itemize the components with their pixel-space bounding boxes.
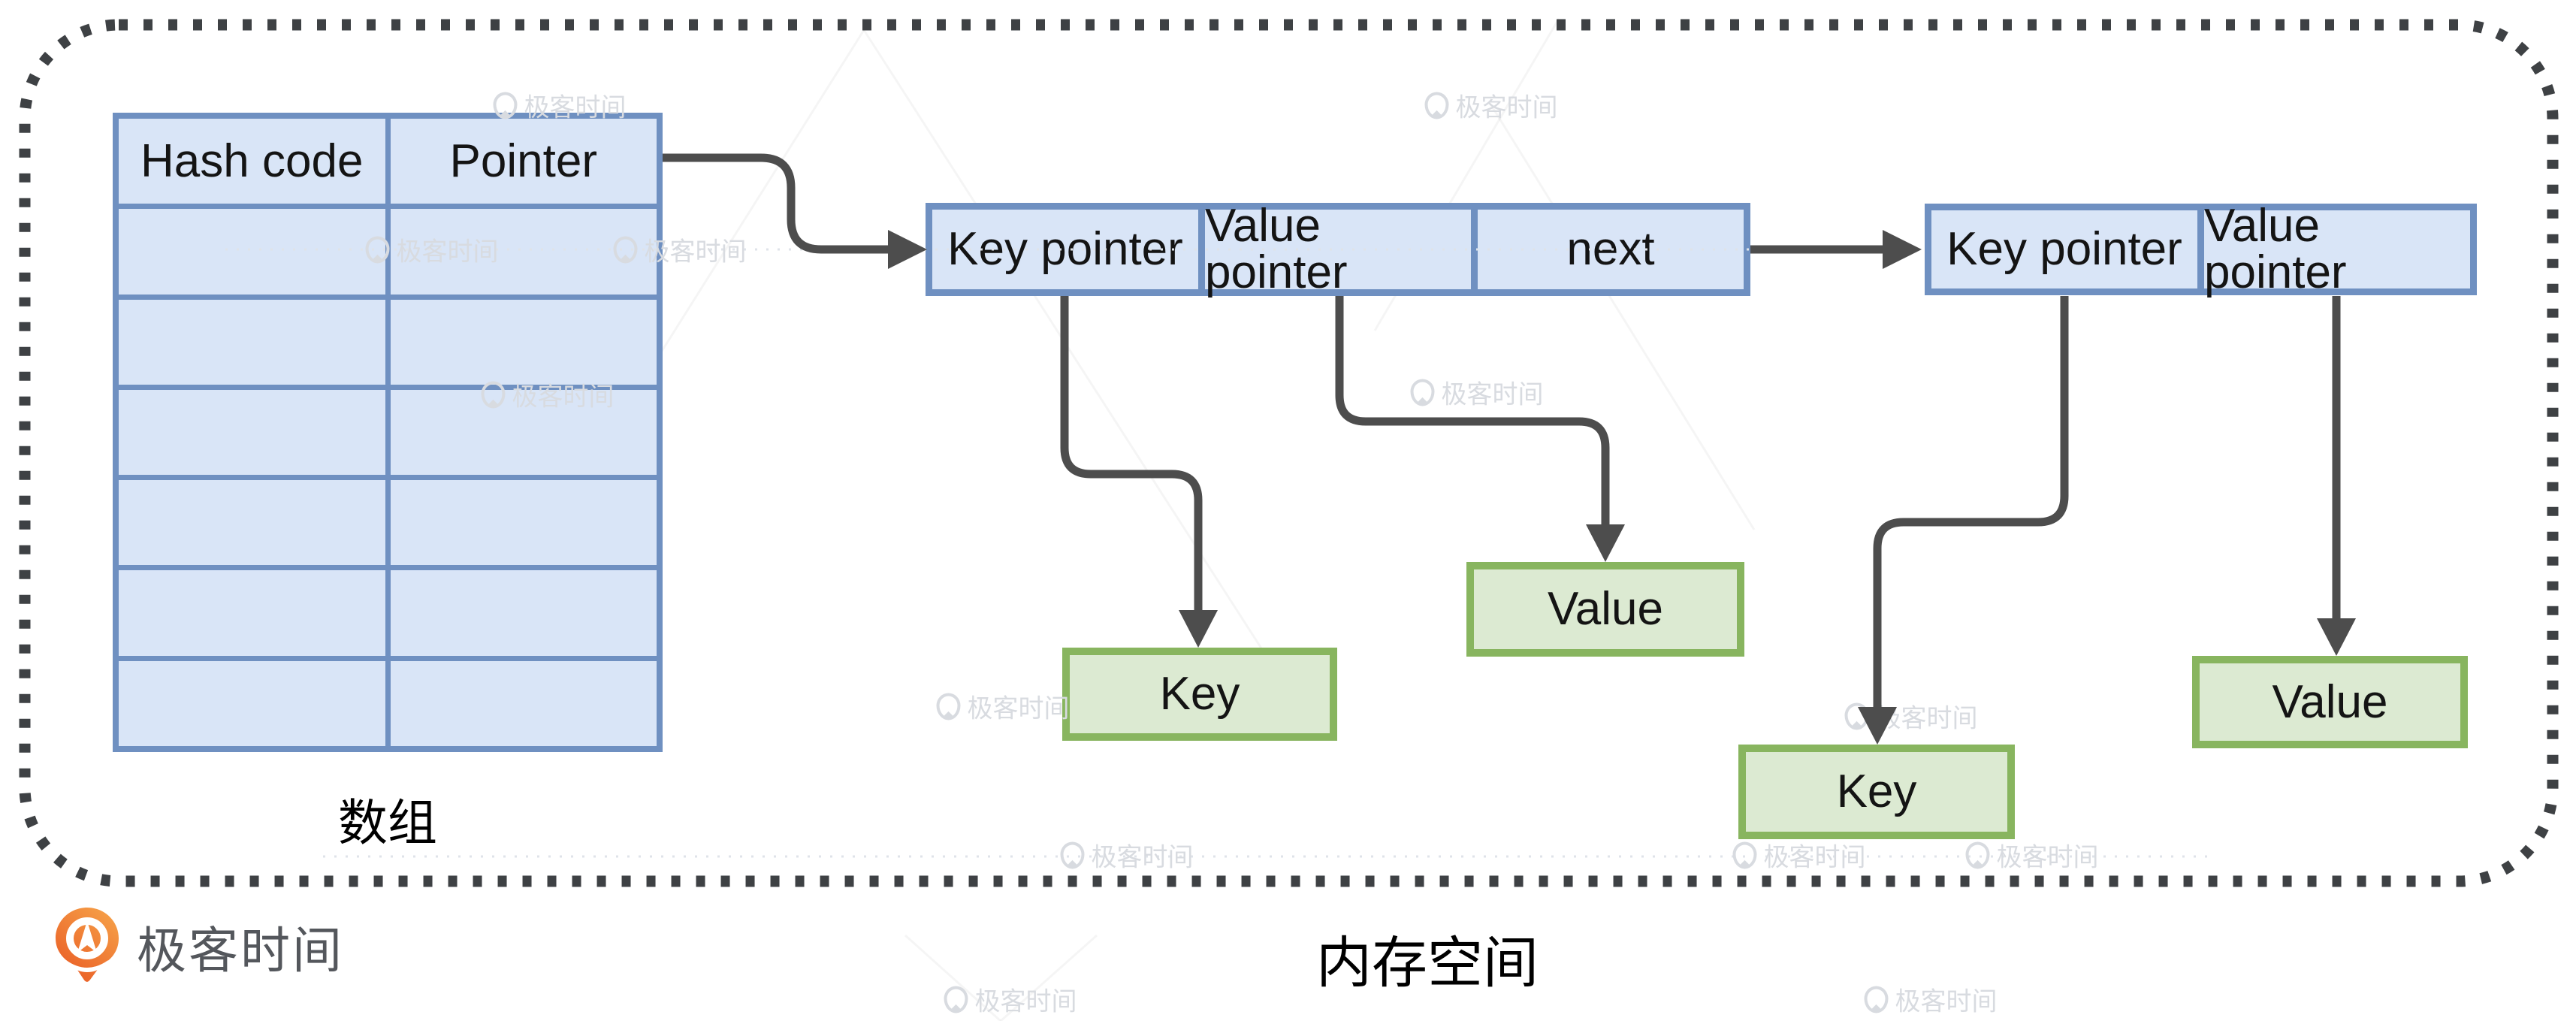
watermark-logo-icon [613,236,638,263]
arrow-node2-keypointer-to-key [1873,296,2069,708]
node2-value-pointer-cell: Value pointer [2204,203,2470,296]
array-cell-empty [390,660,657,746]
memory-box-value-1: Value [1466,562,1744,657]
watermark: 极客时间 [613,231,747,268]
watermark: 极客时间 [1864,981,1998,1018]
watermark-logo-icon [1864,986,1889,1013]
watermark-logo-icon [1410,379,1435,406]
watermark: 极客时间 [365,231,499,268]
array-header-pointer: Pointer [390,119,657,204]
watermark: 极客时间 [1060,837,1194,874]
list-node-1: Key pointer Value pointer next [926,203,1750,296]
arrowhead-icon [888,230,927,269]
array-cell-empty [119,660,385,746]
memory-box-key-2: Key [1738,745,2015,839]
memory-box-value-2: Value [2192,656,2468,748]
arrow-node1-valuepointer-to-value [1335,296,1610,526]
array-cell-empty [390,570,657,656]
node1-key-pointer-cell: Key pointer [932,210,1198,289]
array-header-hash-code: Hash code [119,119,385,204]
memory-space-caption: 内存空间 [1316,932,1539,994]
watermark-logo-icon [1965,841,1990,868]
watermark: 极客时间 [1844,698,1978,735]
node1-next-cell: next [1478,210,1744,289]
node2-key-pointer-cell: Key pointer [1931,210,2197,288]
node1-value-pointer-cell: Value pointer [1205,203,1471,296]
watermark-logo-icon [493,92,518,119]
array-cell-empty [119,480,385,566]
arrowhead-icon [1883,230,1922,269]
geektime-brand: 极客时间 [54,906,344,983]
geektime-brand-text: 极客时间 [137,923,344,978]
watermark: 极客时间 [1424,87,1558,124]
watermark: 极客时间 [944,981,1077,1018]
array-cell-empty [390,299,657,385]
arrowhead-icon [1586,524,1625,562]
arrow-node1-keypointer-to-key [1060,296,1203,612]
watermark-logo-icon [1844,702,1869,730]
watermark-logo-icon [1424,92,1449,119]
memory-box-key-1: Key [1062,648,1337,741]
hash-array-table: Hash code Pointer [113,113,663,752]
array-cell-empty [119,389,385,476]
watermark-logo-icon [481,381,506,408]
array-cell-empty [390,480,657,566]
watermark: 极客时间 [1965,837,2099,874]
watermark: 极客时间 [493,87,627,124]
watermark: 极客时间 [481,376,615,413]
watermark-logo-icon [1732,841,1757,868]
watermark: 极客时间 [1410,374,1544,411]
watermark: 极客时间 [1732,837,1866,874]
watermark-logo-icon [365,236,390,263]
array-cell-empty [119,209,385,295]
array-cell-empty [119,299,385,385]
arrowhead-icon [1179,610,1218,648]
array-cell-empty [119,570,385,656]
array-label: 数组 [338,795,437,850]
geektime-logo-icon [56,908,119,982]
watermark-logo-icon [1060,841,1085,868]
watermark-logo-icon [944,986,968,1013]
watermark: 极客时间 [936,688,1070,725]
arrowhead-icon [2317,618,2356,656]
watermark-logo-icon [936,693,961,720]
list-node-2: Key pointer Value pointer [1925,203,2477,296]
